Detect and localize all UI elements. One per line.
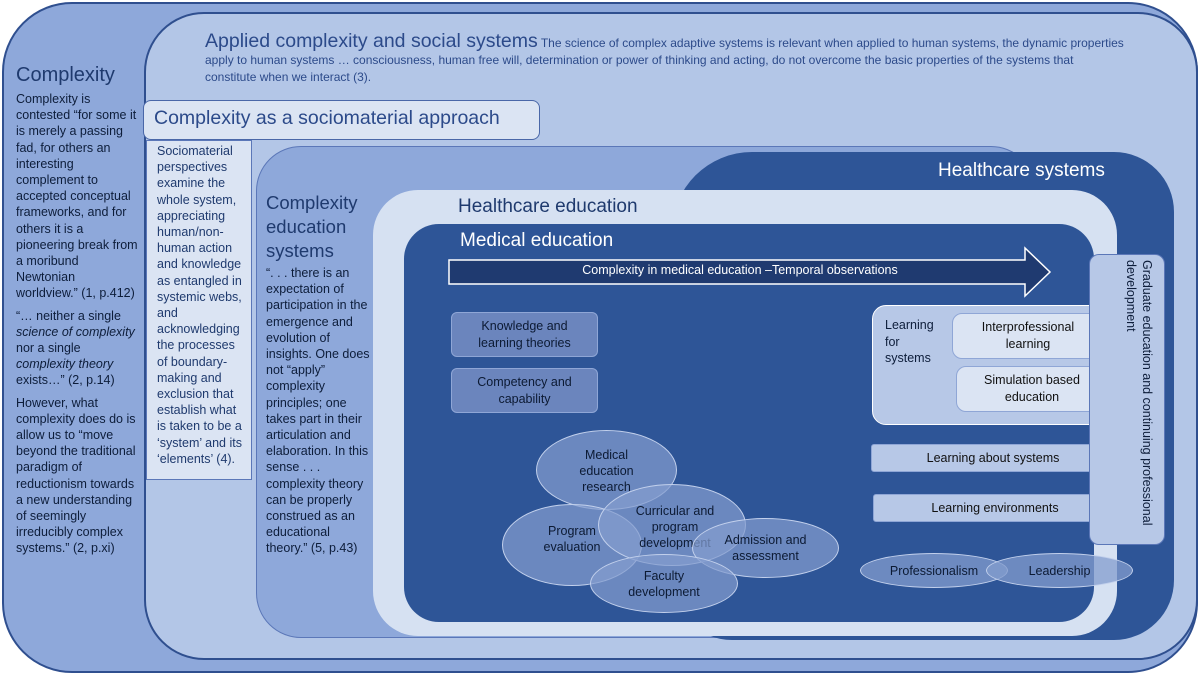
complexity-education-title: Complexity education systems <box>266 192 358 261</box>
applied-complexity-heading: Applied complexity and social systems Th… <box>205 30 1125 86</box>
medical-education-title: Medical education <box>460 230 614 251</box>
arrow-shape <box>448 246 1052 298</box>
complexity-title: Complexity <box>16 64 115 86</box>
complexity-paragraph-1: Complexity is contested “for some it is … <box>16 92 138 301</box>
complexity-paragraph-3: However, what complexity does do is allo… <box>16 395 136 556</box>
arrow-label: Complexity in medical education –Tempora… <box>582 263 898 277</box>
learning-environments-bar: Learning environments <box>873 494 1117 522</box>
interprofessional-learning-box: Interprofessional learning <box>952 313 1104 359</box>
graduate-education-box <box>1089 254 1165 545</box>
applied-complexity-title: Applied complexity and social systems <box>205 30 538 52</box>
complexity-paragraph-2: “… neither a single science of complexit… <box>16 308 135 388</box>
learning-for-systems-label: Learning for systems <box>885 318 934 365</box>
learning-about-systems-bar: Learning about systems <box>871 444 1115 472</box>
healthcare-systems-title: Healthcare systems <box>938 160 1105 181</box>
knowledge-learning-theories-box: Knowledge and learning theories <box>451 312 598 357</box>
sociomaterial-text: Sociomaterial perspectives examine the w… <box>157 144 242 466</box>
complexity-panel: Complexity Complexity is contested “for … <box>16 64 140 557</box>
healthcare-education-title: Healthcare education <box>458 196 638 217</box>
professionalism-ellipse: Professionalism <box>860 553 1008 588</box>
leadership-ellipse: Leadership <box>986 553 1133 588</box>
sociomaterial-text-box: Sociomaterial perspectives examine the w… <box>146 140 252 480</box>
admission-assessment-ellipse: Admission and assessment <box>692 518 839 578</box>
temporal-arrow <box>448 246 1052 298</box>
faculty-development-ellipse: Faculty development <box>590 554 738 613</box>
sociomaterial-title-box: Complexity as a sociomaterial approach <box>143 100 540 140</box>
simulation-based-education-box: Simulation based education <box>956 366 1108 412</box>
complexity-education-panel: Complexity education systems “. . . ther… <box>266 191 374 557</box>
applied-complexity-text: The science of complex adaptive systems … <box>205 36 1124 84</box>
complexity-education-text: “. . . there is an expectation of partic… <box>266 266 370 556</box>
competency-capability-box: Competency and capability <box>451 368 598 413</box>
sociomaterial-title: Complexity as a sociomaterial approach <box>154 107 500 129</box>
medical-education-research-ellipse: Medical education research <box>536 430 677 510</box>
graduate-education-label: Graduate education and continuing profes… <box>1124 260 1154 526</box>
